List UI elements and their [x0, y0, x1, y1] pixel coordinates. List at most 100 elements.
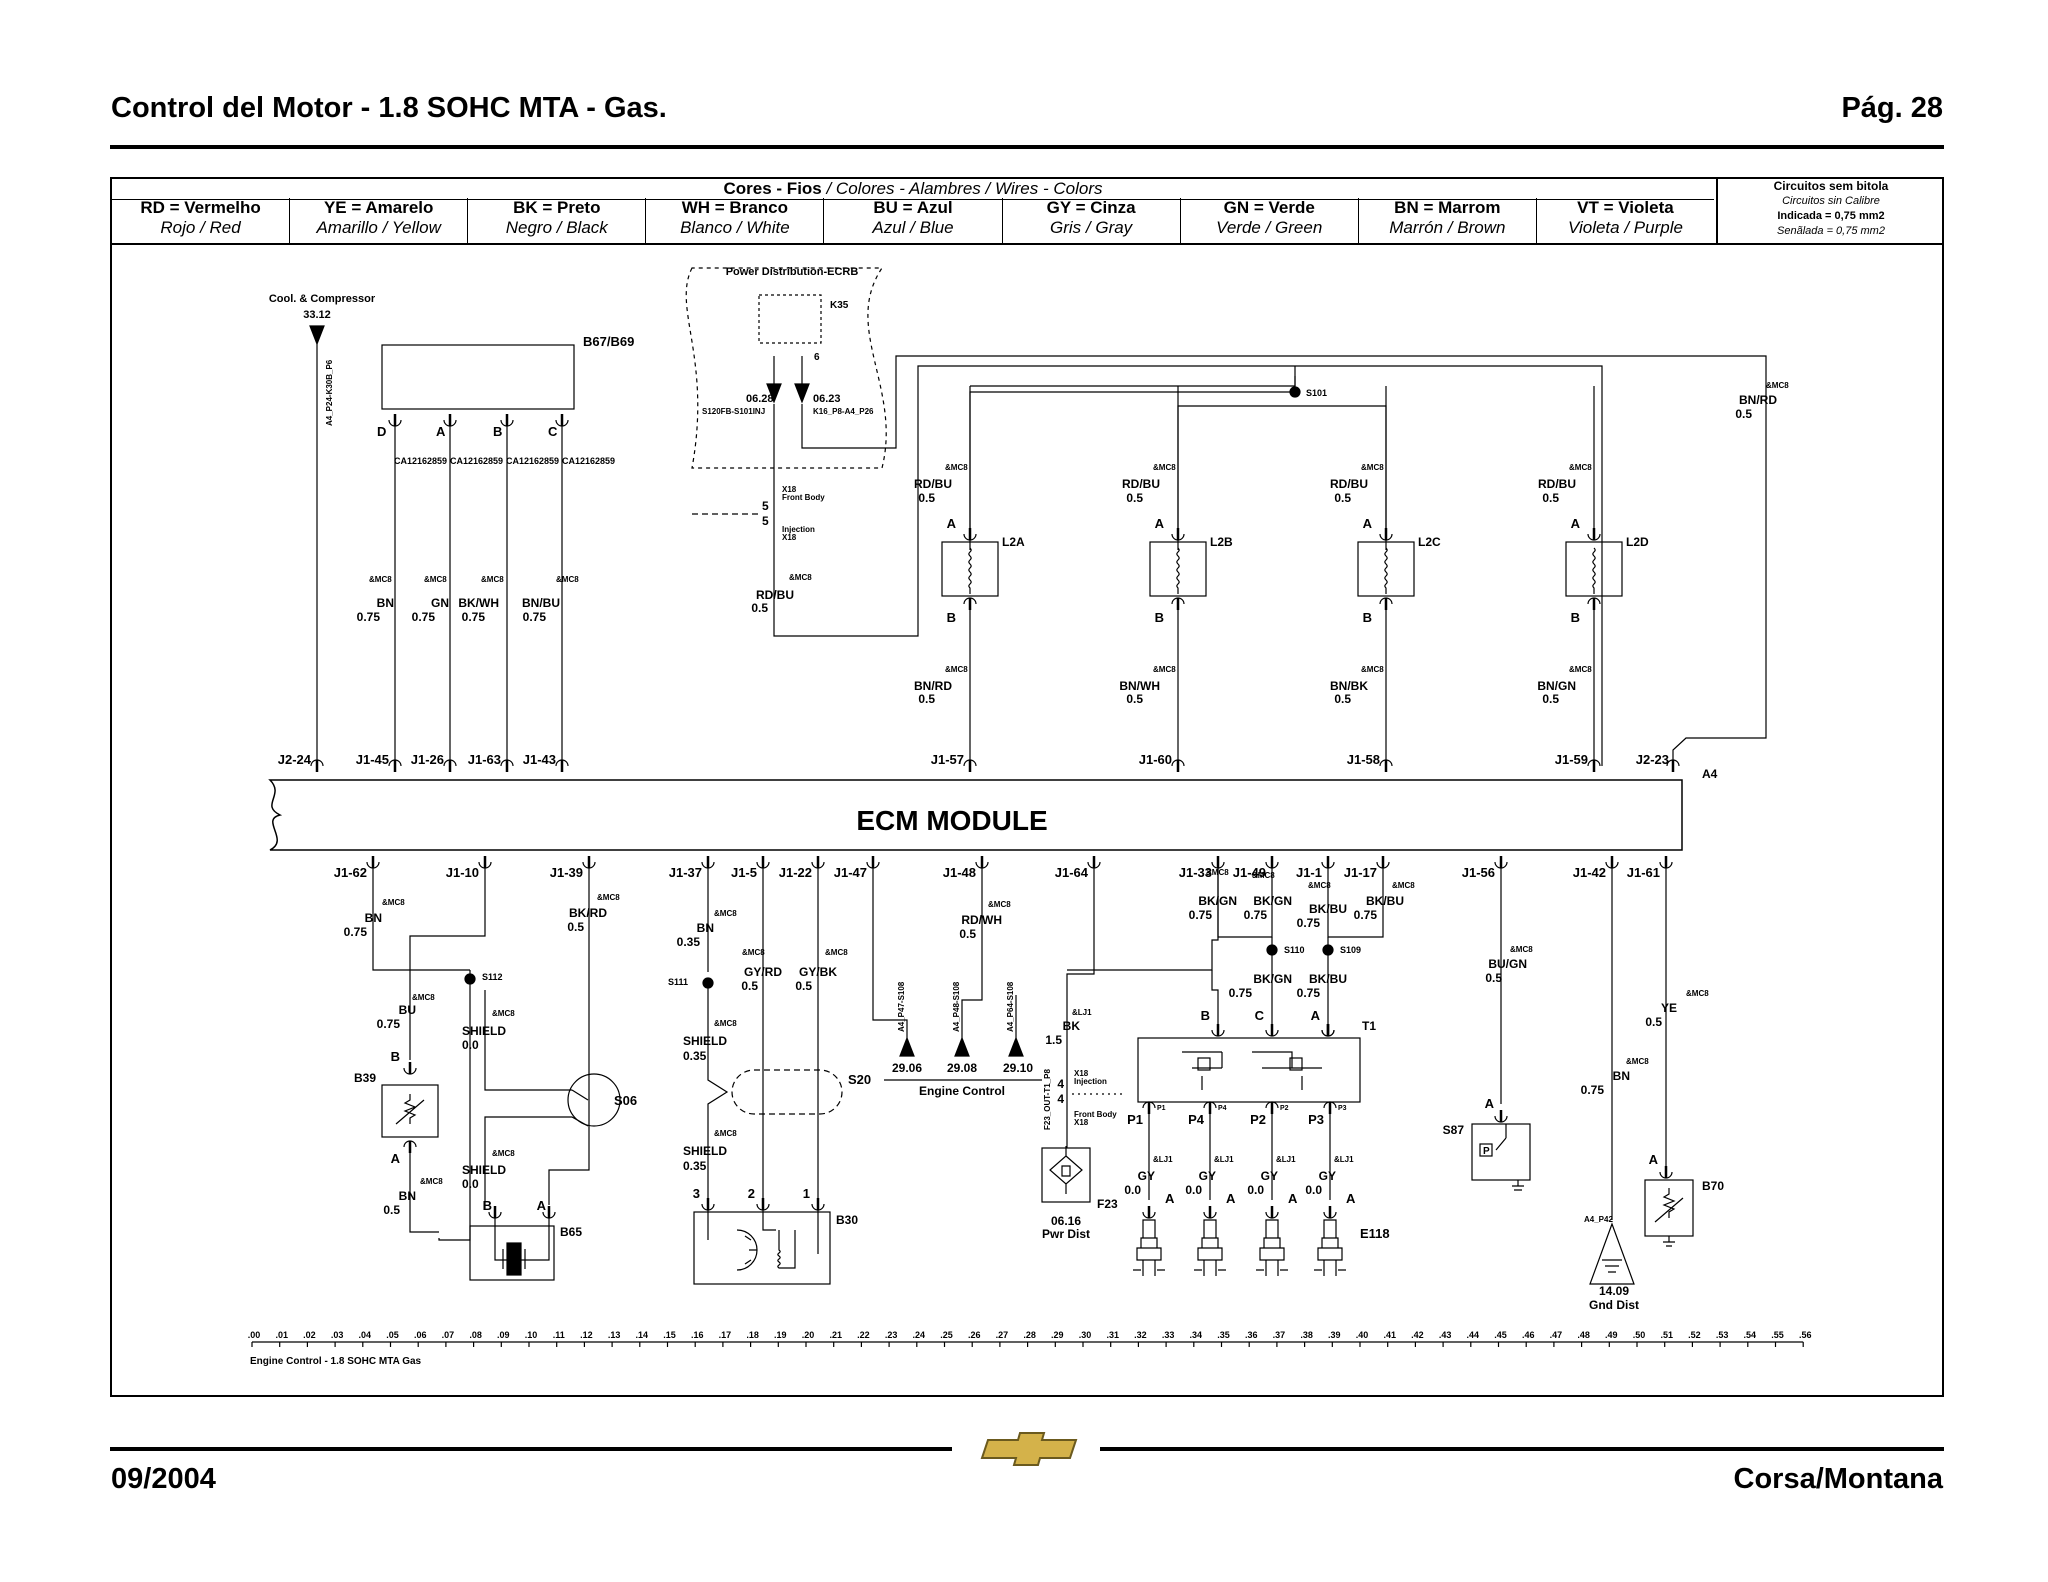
wire-color-label: RD/BU: [756, 588, 794, 602]
coil-winding-icon: [1384, 547, 1388, 594]
coil-pin-label: B: [1571, 610, 1580, 625]
wire: [1066, 868, 1095, 1100]
grid-tick-label: .00: [248, 1330, 261, 1340]
grid-tick-label: .27: [996, 1330, 1009, 1340]
shield-label: SHIELD: [462, 1024, 506, 1038]
legend-color-code: GN = Verde: [1223, 198, 1315, 217]
coil-pin-label: A: [1155, 516, 1165, 531]
grid-tick-label: .11: [553, 1330, 565, 1340]
page-number: Pág. 28: [1841, 92, 1943, 124]
grid-tick-label: .17: [719, 1330, 732, 1340]
mc8-label: &MC8: [945, 463, 968, 472]
mc8-label: &MC8: [1361, 665, 1384, 674]
ecm-pin-label: J1-43: [523, 752, 556, 767]
mc8-label: &MC8: [1510, 945, 1533, 954]
wire-color-label: BN/BK: [1330, 679, 1368, 693]
mc8-label: &MC8: [481, 575, 504, 584]
color-legend: Cores - Fios / Colores - Alambres / Wire…: [110, 177, 1944, 245]
pin-label: 5: [762, 499, 769, 513]
wire: [484, 990, 572, 1091]
mc8-label: &MC8: [1686, 989, 1709, 998]
wire-color-label: BK/GN: [1198, 894, 1237, 908]
shield-label: SHIELD: [462, 1163, 506, 1177]
cool-compressor-label: Cool. & Compressor: [269, 293, 376, 305]
sensor-pin-label: 2: [748, 1186, 755, 1201]
transformer-core-icon: [1289, 1057, 1303, 1071]
wire-gauge-label: 0.75: [1297, 986, 1321, 1000]
footer-date: 09/2004: [111, 1463, 216, 1495]
wire-color-label: GY/BK: [799, 965, 837, 979]
wire-color-label: BK/RD: [569, 906, 607, 920]
wire-color-label: RD/BU: [914, 477, 952, 491]
plug-pin-label: P4: [1188, 1112, 1205, 1127]
wire-color-label: RD/BU: [1330, 477, 1368, 491]
coil-box: [1149, 541, 1207, 597]
ecm-pin-label: J1-1: [1296, 865, 1322, 880]
wire-gauge-label: 0.75: [1189, 908, 1213, 922]
ref-label: 29.08: [947, 1061, 977, 1075]
grid-tick-label: .12: [580, 1330, 593, 1340]
wire-gauge-label: 0.75: [1244, 908, 1268, 922]
b67-component-box: [381, 344, 575, 410]
component-label: F23: [1097, 1197, 1118, 1211]
splice-label: S112: [482, 972, 503, 982]
ground-dist-box: [1589, 1222, 1635, 1285]
ecm-pin-label: J1-56: [1462, 865, 1495, 880]
ecm-pin-label: J1-17: [1344, 865, 1377, 880]
ecm-module-title: ECM MODULE: [856, 805, 1047, 836]
sensor-pin-label: A: [537, 1198, 547, 1213]
footer-rule-right: [1100, 1447, 1944, 1451]
coil-box: [1565, 541, 1623, 597]
b30-sensor-box: [693, 1211, 831, 1285]
pin-label: 4: [1057, 1092, 1064, 1106]
splice-s111-dot: [702, 977, 714, 989]
ecm-pin-label: J1-47: [834, 865, 867, 880]
grid-tick-label: .07: [442, 1330, 455, 1340]
b39-sensor-box: [381, 1084, 439, 1138]
transformer-winding-icon: [1182, 1051, 1322, 1090]
component-label: S87: [1443, 1123, 1465, 1137]
mc8-label: &MC8: [988, 900, 1011, 909]
relay-label: K35: [830, 300, 849, 311]
x18-label: Injection: [1074, 1077, 1107, 1086]
legend-color-code: RD = Vermelho: [140, 198, 261, 217]
wire-gauge-label: 1.5: [1045, 1033, 1062, 1047]
wire-color-label: RD/WH: [961, 913, 1002, 927]
shield-id-label: S06: [614, 1093, 637, 1108]
wire-color-label: GY: [1199, 1169, 1216, 1183]
wire-color-label: GY/RD: [744, 965, 782, 979]
ref-label: Pwr Dist: [1042, 1227, 1090, 1241]
wire-color-label: BU: [399, 1003, 416, 1017]
wire-color-label: GN: [431, 596, 449, 610]
mc8-label: &MC8: [1569, 463, 1592, 472]
grid-tick-label: .03: [331, 1330, 344, 1340]
mc8-label: &MC8: [1153, 665, 1176, 674]
wire: [1217, 868, 1273, 938]
grid-tick-label: .51: [1660, 1330, 1673, 1340]
ecm-pin-label: J1-5: [731, 865, 757, 880]
wire-gauge-label: 0.0: [1247, 1183, 1264, 1197]
wire: [1327, 868, 1384, 938]
grid-tick-label: .20: [802, 1330, 815, 1340]
wire: [372, 868, 470, 971]
b67-pin-label: A: [436, 424, 446, 439]
ref-label: 29.06: [892, 1061, 922, 1075]
grid-tick-label: .54: [1744, 1330, 1757, 1340]
sensor-pin-label: 1: [803, 1186, 810, 1201]
ecm-pin-label: J1-57: [931, 752, 964, 767]
footer-rule-left: [110, 1447, 952, 1451]
sensor-pin-label: A: [1649, 1152, 1659, 1167]
grid-tick-label: .39: [1328, 1330, 1341, 1340]
grid-tick-label: .26: [968, 1330, 981, 1340]
grid-tick-label: .29: [1051, 1330, 1064, 1340]
x18-label: Front Body: [782, 493, 825, 502]
piezo-plate-icon: [502, 1249, 526, 1269]
wire-gauge-label: 0.75: [1229, 986, 1253, 1000]
shield-gauge-label: 0.35: [683, 1159, 707, 1173]
mc8-label: &MC8: [1252, 871, 1275, 880]
wire-color-label: BN/RD: [914, 679, 952, 693]
b67-label: B67/B69: [583, 334, 634, 349]
